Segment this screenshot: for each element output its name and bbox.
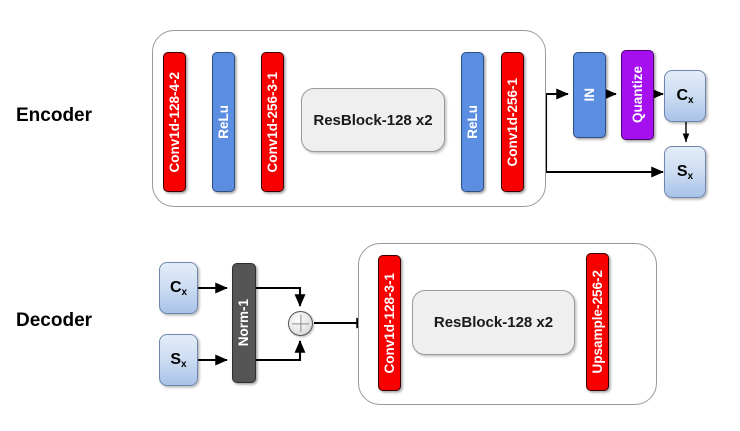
decoder-block-conv1d-128-3-1[interactable]: Conv1d-128-3-1: [378, 255, 401, 391]
encoder-resblock[interactable]: ResBlock-128 x2: [301, 88, 445, 152]
decoder-input-speaker-latent-text: Sx: [170, 351, 187, 370]
encoder-output-speaker-latent-text: Sx: [676, 163, 694, 182]
decoder-input-speaker-latent-letter: S: [170, 351, 182, 368]
encoder-block-conv1d-256-1[interactable]: Conv1d-256-1: [501, 52, 524, 192]
encoder-output-speaker-latent[interactable]: Sx: [664, 146, 706, 198]
encoder-block-conv1d-128-4-2-label: Conv1d-128-4-2: [166, 71, 182, 173]
encoder-block-conv1d-256-3-1-label: Conv1d-256-3-1: [264, 71, 280, 173]
decoder-input-content-latent[interactable]: Cx: [159, 262, 198, 314]
encoder-section-label: Encoder: [16, 105, 93, 126]
decoder-input-content-latent-text: Cx: [169, 279, 188, 298]
decoder-block-upsample-256-2[interactable]: Upsample-256-2: [586, 253, 609, 391]
encoder-instance-norm-label: IN: [581, 88, 597, 102]
decoder-norm-block[interactable]: Norm-1: [232, 263, 256, 383]
decoder-input-speaker-latent[interactable]: Sx: [159, 334, 198, 386]
decoder-section-label: Decoder: [16, 310, 93, 331]
encoder-output-speaker-latent-subscript: x: [687, 171, 694, 182]
decoder-input-content-latent-subscript: x: [181, 287, 188, 298]
decoder-block-upsample-256-2-label: Upsample-256-2: [589, 270, 605, 374]
encoder-output-content-latent[interactable]: Cx: [664, 70, 706, 122]
encoder-block-relu-2-label: ReLu: [464, 105, 480, 139]
encoder-output-speaker-latent-letter: S: [676, 163, 688, 180]
decoder-norm-label: Norm-1: [236, 299, 252, 347]
encoder-block-conv1d-256-1-label: Conv1d-256-1: [504, 77, 520, 167]
encoder-output-content-latent-text: Cx: [676, 87, 694, 106]
decoder-input-content-latent-letter: C: [169, 279, 182, 296]
encoder-output-content-latent-letter: C: [676, 87, 688, 104]
encoder-block-relu-1[interactable]: ReLu: [212, 52, 235, 192]
encoder-block-conv1d-128-4-2[interactable]: Conv1d-128-4-2: [163, 52, 186, 192]
encoder-output-content-latent-subscript: x: [688, 95, 694, 106]
encoder-block-relu-2[interactable]: ReLu: [461, 52, 484, 192]
encoder-block-conv1d-256-3-1[interactable]: Conv1d-256-3-1: [261, 52, 284, 192]
decoder-sum-operator[interactable]: [288, 311, 313, 336]
encoder-quantize-label: Quantize: [629, 66, 645, 124]
decoder-input-speaker-latent-subscript: x: [181, 359, 187, 370]
encoder-quantize-block[interactable]: Quantize: [621, 50, 654, 140]
encoder-instance-norm-block[interactable]: IN: [573, 52, 606, 138]
decoder-resblock[interactable]: ResBlock-128 x2: [412, 290, 575, 355]
encoder-block-relu-1-label: ReLu: [215, 105, 231, 139]
decoder-block-conv1d-128-3-1-label: Conv1d-128-3-1: [381, 272, 397, 374]
